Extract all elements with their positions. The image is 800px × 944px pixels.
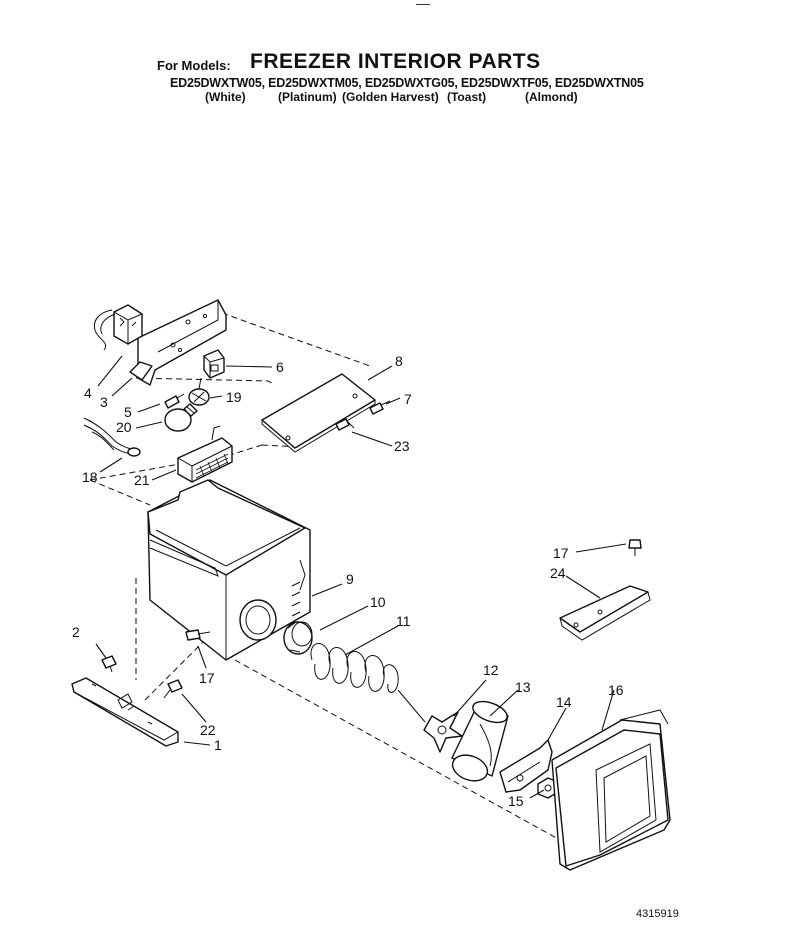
document-number: 4315919 — [636, 908, 679, 920]
screw-23 — [335, 418, 355, 431]
callout-13: 13 — [515, 679, 531, 695]
model-numbers: ED25DWXTW05, ED25DWXTM05, ED25DWXTG05, E… — [170, 76, 644, 90]
callout-9: 9 — [346, 571, 354, 587]
lamp-socket — [188, 377, 210, 406]
screw-17-left — [185, 629, 211, 641]
page-title: FREEZER INTERIOR PARTS — [250, 50, 541, 73]
mounting-bracket — [499, 739, 553, 793]
screw-5 — [164, 393, 185, 409]
scan-mark — [416, 4, 430, 5]
control-bracket — [129, 299, 227, 386]
callout-14: 14 — [556, 694, 572, 710]
color-toast: (Toast) — [447, 90, 487, 104]
screw-22 — [163, 679, 183, 699]
ice-dispenser-front — [551, 709, 671, 871]
callout-6: 6 — [276, 359, 284, 375]
callout-numbers: 1 2 3 4 5 6 7 8 9 10 11 12 13 14 15 16 1… — [72, 353, 624, 809]
callout-17-left: 17 — [199, 670, 215, 686]
callout-18: 18 — [82, 469, 98, 485]
wire-harness — [83, 417, 141, 457]
callout-19: 19 — [226, 389, 242, 405]
cover-plate — [261, 373, 376, 453]
color-white: (White) — [205, 90, 246, 104]
callout-7: 7 — [404, 391, 412, 407]
callout-4: 4 — [84, 385, 92, 401]
light-switch — [203, 349, 225, 379]
bin-support-rail — [71, 677, 179, 747]
ice-crusher-blade — [423, 711, 463, 753]
callout-17-right: 17 — [553, 545, 569, 561]
light-bulb — [164, 403, 198, 432]
callout-22: 22 — [200, 722, 216, 738]
callout-12: 12 — [483, 662, 499, 678]
callout-1: 1 — [214, 737, 222, 753]
callout-8: 8 — [395, 353, 403, 369]
screw-7 — [369, 400, 391, 415]
screw-2 — [101, 655, 117, 673]
callout-24: 24 — [550, 565, 566, 581]
color-golden-harvest: (Golden Harvest) — [342, 90, 439, 104]
auger-spring — [310, 643, 426, 723]
page-header: For Models: FREEZER INTERIOR PARTS ED25D… — [0, 0, 800, 110]
defrost-timer — [93, 304, 143, 351]
callout-3: 3 — [100, 394, 108, 410]
dispenser-bracket — [559, 585, 651, 641]
callout-20: 20 — [116, 419, 132, 435]
ice-bin-housing — [147, 479, 311, 661]
callout-5: 5 — [124, 404, 132, 420]
callout-15: 15 — [508, 793, 524, 809]
callout-16: 16 — [608, 682, 624, 698]
callout-2: 2 — [72, 624, 80, 640]
screw-17-right — [628, 539, 642, 556]
callout-10: 10 — [370, 594, 386, 610]
color-platinum: (Platinum) — [278, 90, 337, 104]
callout-11: 11 — [396, 613, 411, 629]
callout-leaders — [95, 355, 627, 799]
bearing-bushing — [283, 621, 313, 655]
callout-23: 23 — [394, 438, 410, 454]
for-models-label: For Models: — [157, 58, 231, 73]
crusher-housing — [451, 700, 509, 782]
color-almond: (Almond) — [525, 90, 578, 104]
callout-21: 21 — [134, 472, 150, 488]
light-shield — [177, 425, 233, 483]
